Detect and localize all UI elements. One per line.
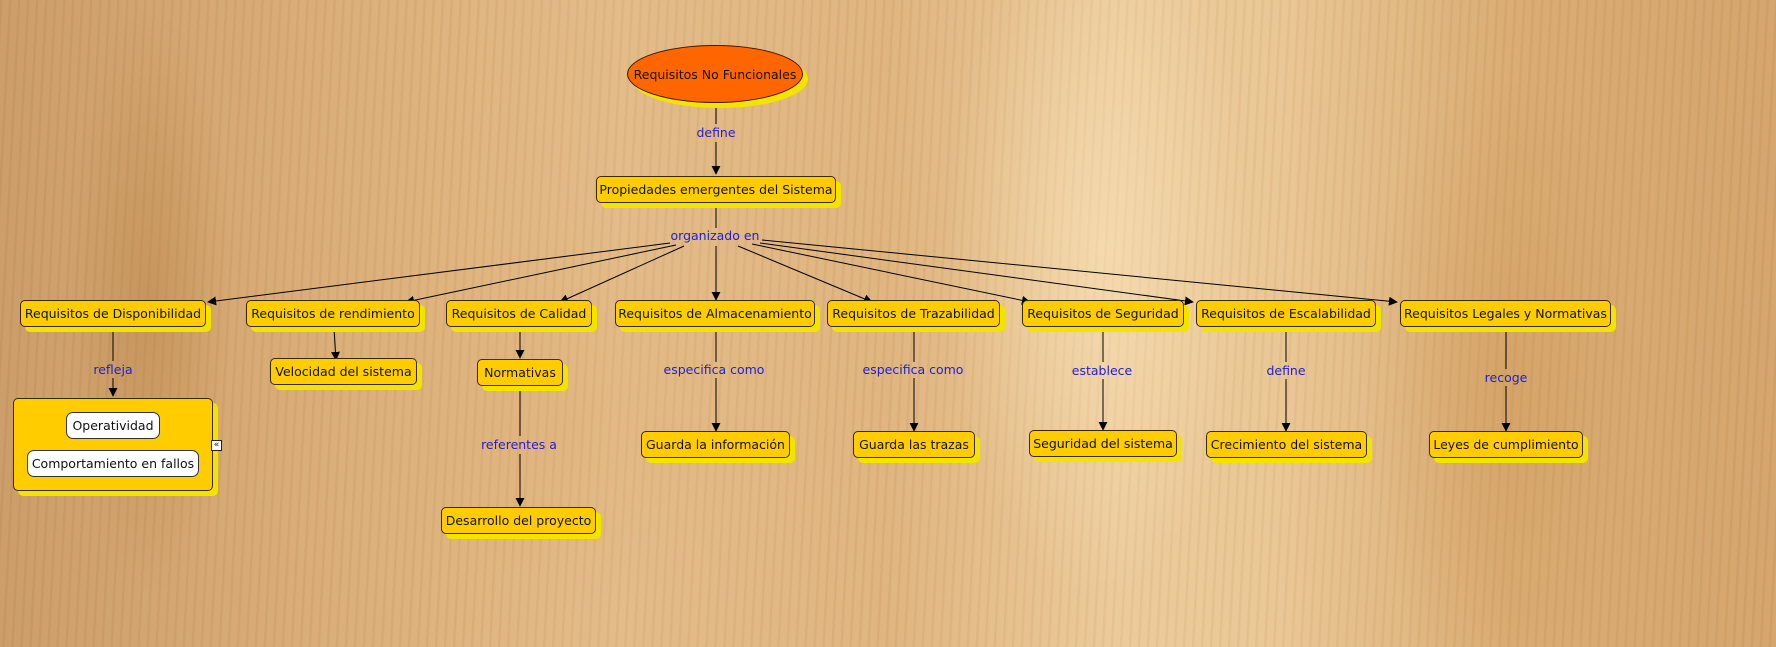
link-label-especifica-como-2[interactable]: especifica como xyxy=(862,362,964,377)
connector-to-legales xyxy=(761,239,1398,306)
concept-label: Requisitos de Almacenamiento xyxy=(618,306,812,321)
concept-requisitos-almacenamiento[interactable]: Requisitos de Almacenamiento xyxy=(615,300,815,327)
connector-to-rendimiento xyxy=(405,244,677,305)
concept-label: Requisitos de Seguridad xyxy=(1027,306,1179,321)
connector-to-seguridad xyxy=(751,243,1031,305)
concept-label: Propiedades emergentes del Sistema xyxy=(599,182,833,197)
concept-label: Operatividad xyxy=(72,418,154,433)
concept-guarda-informacion[interactable]: Guarda la información xyxy=(641,431,790,458)
concept-seguridad-sistema[interactable]: Seguridad del sistema xyxy=(1029,430,1177,457)
concept-requisitos-disponibilidad[interactable]: Requisitos de Disponibilidad xyxy=(20,300,206,327)
concept-label: Requisitos de Disponibilidad xyxy=(24,306,202,321)
link-label-recoge[interactable]: recoge xyxy=(1484,370,1528,385)
concept-label: Requisitos de Calidad xyxy=(451,306,587,321)
link-label-especifica-como-1[interactable]: especifica como xyxy=(663,362,765,377)
concept-requisitos-calidad[interactable]: Requisitos de Calidad xyxy=(446,300,592,327)
concept-label: Requisitos de rendimiento xyxy=(251,306,415,321)
connector-to-disponibilidad xyxy=(207,242,671,306)
link-label-refleja[interactable]: refleja xyxy=(93,362,133,377)
concept-propiedades-emergentes[interactable]: Propiedades emergentes del Sistema xyxy=(596,176,836,203)
connector-to-escalabilidad xyxy=(759,242,1194,306)
link-label-define-escalabilidad[interactable]: define xyxy=(1266,363,1306,378)
concept-requisitos-legales[interactable]: Requisitos Legales y Normativas xyxy=(1400,300,1611,327)
concept-comportamiento-fallos[interactable]: Comportamiento en fallos xyxy=(27,450,199,477)
concept-leyes-cumplimiento[interactable]: Leyes de cumplimiento xyxy=(1429,431,1583,458)
concept-group-disponibilidad[interactable]: Operatividad Comportamiento en fallos xyxy=(13,398,213,491)
concept-desarrollo-proyecto[interactable]: Desarrollo del proyecto xyxy=(441,507,596,534)
connector-to-calidad xyxy=(559,245,685,303)
collapse-group-toggle[interactable]: « xyxy=(211,440,222,451)
connector-rendimiento-velocidad xyxy=(330,328,340,361)
link-label-referentes-a[interactable]: referentes a xyxy=(481,437,557,452)
concept-label: Requisitos de Trazabilidad xyxy=(832,306,995,321)
link-label-establece[interactable]: establece xyxy=(1071,363,1133,378)
concept-label: Comportamiento en fallos xyxy=(31,456,195,471)
concept-normativas[interactable]: Normativas xyxy=(477,359,563,386)
concept-requisitos-trazabilidad[interactable]: Requisitos de Trazabilidad xyxy=(827,300,1000,327)
connector-to-trazabilidad xyxy=(737,245,873,304)
concept-requisitos-escalabilidad[interactable]: Requisitos de Escalabilidad xyxy=(1196,300,1376,327)
concept-label: Crecimiento del sistema xyxy=(1210,437,1363,452)
concept-label: Desarrollo del proyecto xyxy=(445,513,592,528)
concept-label: Guarda la información xyxy=(646,437,785,452)
root-concept-oval[interactable]: Requisitos No Funcionales xyxy=(627,45,803,103)
concept-requisitos-rendimiento[interactable]: Requisitos de rendimiento xyxy=(246,300,420,327)
concept-label: Velocidad del sistema xyxy=(275,364,412,379)
concept-label: Guarda las trazas xyxy=(859,437,969,452)
concept-requisitos-seguridad[interactable]: Requisitos de Seguridad xyxy=(1022,300,1184,327)
concept-label: Requisitos de Escalabilidad xyxy=(1201,306,1371,321)
root-concept-label: Requisitos No Funcionales xyxy=(633,66,797,82)
concept-guarda-trazas[interactable]: Guarda las trazas xyxy=(853,431,975,458)
link-label-organizado-en[interactable]: organizado en xyxy=(670,228,760,243)
link-label-define[interactable]: define xyxy=(696,125,736,140)
concept-label: Leyes de cumplimiento xyxy=(1433,437,1579,452)
concept-crecimiento-sistema[interactable]: Crecimiento del sistema xyxy=(1206,431,1367,458)
concept-label: Requisitos Legales y Normativas xyxy=(1404,306,1607,321)
concept-label: Seguridad del sistema xyxy=(1033,436,1173,451)
concept-velocidad-sistema[interactable]: Velocidad del sistema xyxy=(270,358,417,385)
concept-label: Normativas xyxy=(484,365,556,380)
concept-operatividad[interactable]: Operatividad xyxy=(66,412,160,439)
